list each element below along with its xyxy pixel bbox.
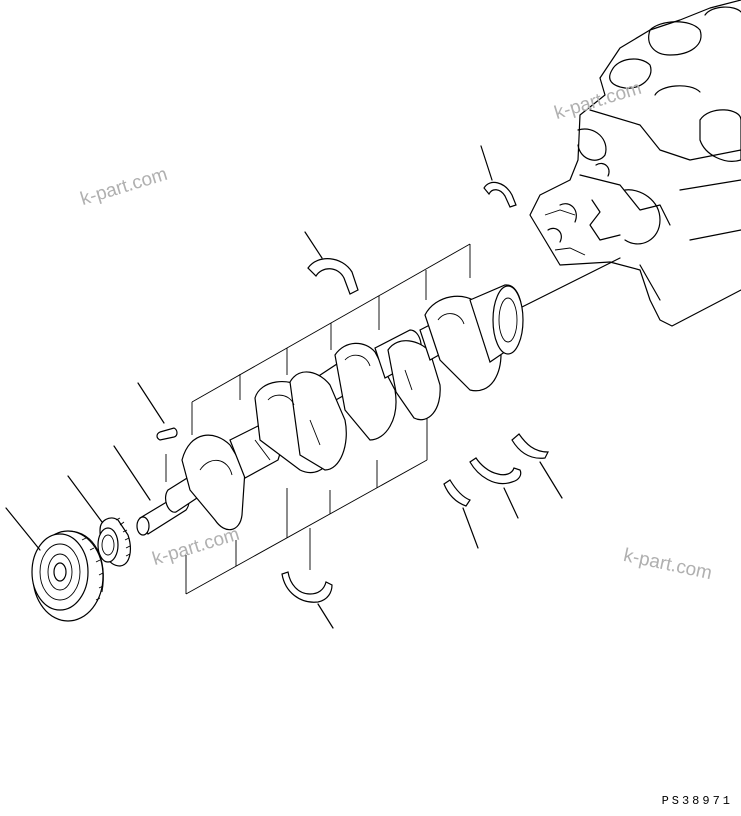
leader-bracket-lower bbox=[185, 410, 428, 595]
upper-main-bearing bbox=[304, 231, 359, 295]
axis-line bbox=[519, 257, 621, 309]
crankshaft bbox=[136, 284, 524, 536]
crankshaft-gear bbox=[67, 475, 131, 567]
crankshaft-pulley bbox=[5, 507, 104, 622]
thrust-bearing bbox=[469, 457, 522, 519]
snout-leader bbox=[113, 445, 151, 501]
key bbox=[137, 382, 178, 482]
thrust-washer bbox=[443, 479, 479, 549]
drawing-code: PS38971 bbox=[661, 794, 733, 808]
engine-block bbox=[529, 0, 741, 327]
thrust-washer-right bbox=[511, 433, 563, 499]
rear-main-bearing-upper bbox=[480, 145, 517, 208]
lower-main-bearing bbox=[281, 571, 334, 629]
leader-bracket-upper bbox=[191, 243, 471, 435]
